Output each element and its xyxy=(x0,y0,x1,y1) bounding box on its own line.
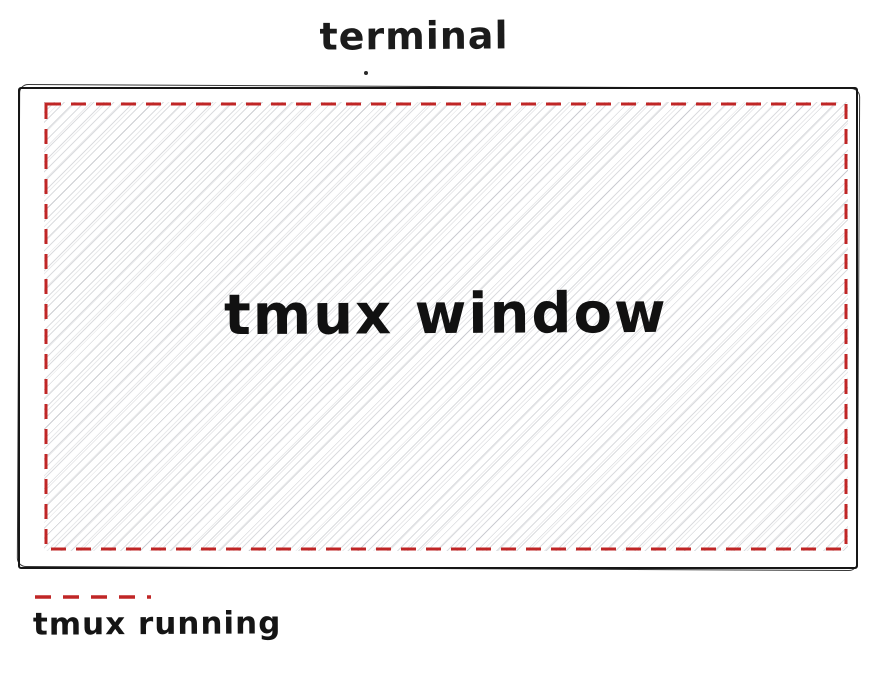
tmux-window-box: tmux window xyxy=(44,102,848,551)
stray-dot xyxy=(364,71,368,75)
terminal-title-label: terminal xyxy=(319,13,509,59)
legend: tmux running xyxy=(32,592,282,643)
legend-label: tmux running xyxy=(32,605,282,643)
terminal-box: tmux window xyxy=(16,83,861,572)
legend-dashed-line-icon xyxy=(35,595,151,599)
tmux-window-label: tmux window xyxy=(223,280,669,349)
